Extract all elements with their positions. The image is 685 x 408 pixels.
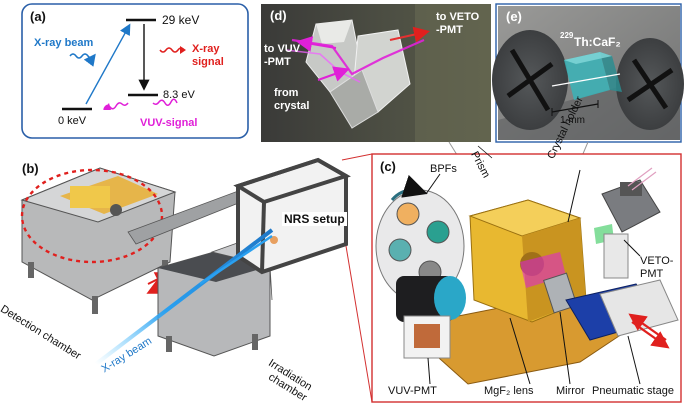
from-crystal-label-2: crystal [274,100,310,112]
scale-bar-label: 1 mm [560,115,585,126]
to-vuv-label-1: to VUV [264,43,301,55]
vuv-arrow [296,36,337,52]
highlight-circle [20,168,164,264]
xray-signal-label-1: X-ray [192,43,220,55]
to-vuv-label-2: -PMT [264,56,291,68]
veto-pmt-label-2: PMT [640,268,664,280]
level-0kev-label: 0 keV [58,115,87,127]
excitation-arrow [85,23,131,105]
level-83ev-label: 8.3 eV [163,89,195,101]
xray-signal-label-2: signal [192,56,224,68]
panel-b-render [20,157,351,366]
mgf2-lens-label: MgF₂ lens [484,385,534,397]
veto-pmt-label-1: VETO- [640,255,674,267]
panel-c-tag: (c) [380,159,396,174]
panel-a-frame [21,3,249,139]
panel-c-render [341,145,682,403]
panel-a-tag: (a) [30,9,46,24]
vuv-pmt-label: VUV-PMT [388,385,437,397]
scale-bar [551,103,599,113]
pneumatic-stage-label: Pneumatic stage [592,385,674,397]
panel-d-tag: (d) [270,8,287,23]
veto-arrow [389,26,430,43]
crystal-mass-label: 229 [560,31,574,40]
xray-beam-line [94,228,274,366]
level-29kev-label: 29 keV [162,13,200,27]
xray-signal-wave [159,47,185,53]
panel-d-render [261,4,491,142]
panel-b-tag: (b) [22,161,39,176]
mirror-label: Mirror [556,385,585,397]
light-path-magenta [291,38,425,76]
crystal-name-label: Th:CaF₂ [574,35,621,49]
crystal-arrow [317,66,350,82]
crystal-block [564,52,610,100]
vuv-emission-wave [152,98,178,106]
panel-a-diagram [21,3,249,139]
xray-beam-wave [69,53,96,67]
to-veto-label-1: to VETO [436,11,480,23]
from-crystal-label-1: from [274,87,299,99]
panel-e-render [492,3,684,143]
to-veto-label-2: -PMT [436,24,463,36]
vuv-signal-label: VUV-signal [140,117,198,129]
nrs-setup-label: NRS setup [282,212,347,226]
rotation-arrow [390,174,428,202]
panel-e-tag: (e) [506,9,522,24]
bpfs-label: BPFs [430,163,457,175]
xray-beam-label-a: X-ray beam [34,37,94,49]
